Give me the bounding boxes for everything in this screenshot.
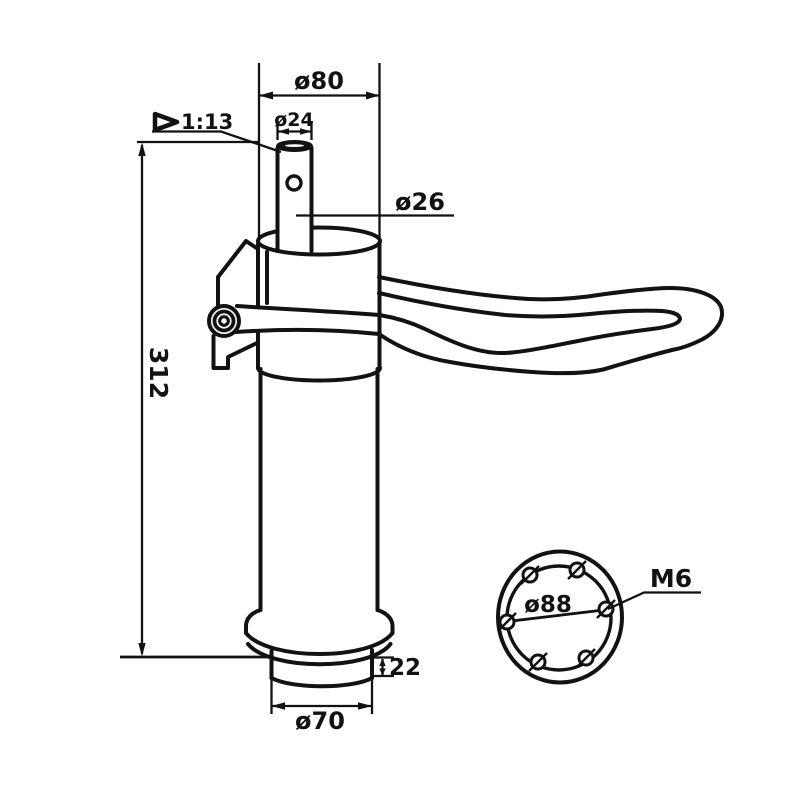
pivot-bracket (207, 239, 260, 370)
dim-dia24-label: ø24 (274, 109, 314, 131)
bolt-hole (497, 612, 517, 632)
lever-handle (234, 275, 724, 376)
bolt-hole (576, 648, 596, 668)
bolt-hole (567, 560, 587, 580)
pivot-pin-center (218, 315, 230, 327)
dim-dia70-label: ø70 (295, 707, 345, 735)
dim-dia80-label: ø80 (294, 67, 344, 95)
taper-symbol-icon (152, 111, 180, 133)
flange-lower-arc-1 (244, 631, 395, 656)
tapered-pin (275, 140, 314, 253)
taper-callout-group: 1:13 (152, 110, 282, 154)
flange-right-shoulder (375, 608, 395, 635)
dim-dia24-group: ø24 (274, 109, 314, 140)
spigot-bottom-arc (269, 676, 374, 689)
bolt-hole (528, 652, 548, 672)
collar-top-back-arc (256, 225, 382, 243)
bolt-hole (520, 565, 540, 585)
bracket-upper-arm (216, 239, 260, 308)
flange-outer-circle (496, 549, 624, 685)
dim-dia26-group: ø26 (296, 188, 454, 217)
flange-left-shoulder (244, 608, 263, 635)
pin-cross-hole (285, 174, 303, 192)
taper-label: 1:13 (181, 110, 233, 134)
dim-dia80-group: ø80 (257, 63, 381, 240)
dim-height-label: 312 (144, 347, 173, 399)
bolt-circle-diameter-line (502, 607, 613, 624)
taper-leader-line (152, 130, 282, 154)
dim-dia70-group: ø70 (270, 679, 374, 735)
pin-top-rim-highlight (285, 144, 304, 148)
bracket-foot (211, 334, 259, 370)
dim-step22-group: 22 (374, 655, 421, 681)
dimension-annotations: ø80 ø24 1:13 ø26 312 (120, 63, 454, 735)
main-view (207, 140, 724, 689)
pivot-middle-ring (212, 309, 236, 333)
dim-bolt-circle-label: ø88 (524, 592, 572, 618)
dim-dia26-label: ø26 (395, 188, 445, 216)
strap-lower-edge (234, 327, 381, 336)
pin-body-fill (277, 146, 312, 251)
clamp-collar (256, 241, 382, 383)
collar-bottom-arc (256, 366, 382, 383)
mounting-flange (244, 608, 395, 689)
cylinder-body (258, 367, 380, 612)
handle-inner-fold (377, 291, 682, 356)
thread-label-m6: M6 (650, 564, 692, 593)
strap-upper-edge (235, 304, 381, 317)
dim-height-group: 312 (120, 140, 270, 659)
dim-step22-label: 22 (389, 655, 421, 681)
thread-leader-line (607, 591, 701, 611)
bolt-hole (596, 599, 616, 619)
bottom-flange-view: ø88 M6 (496, 549, 701, 685)
handle-outer-edge (377, 275, 724, 376)
bolt-holes (497, 560, 616, 672)
flange-lower-arc-2 (246, 642, 393, 667)
collar-top-front-arc (256, 239, 382, 257)
